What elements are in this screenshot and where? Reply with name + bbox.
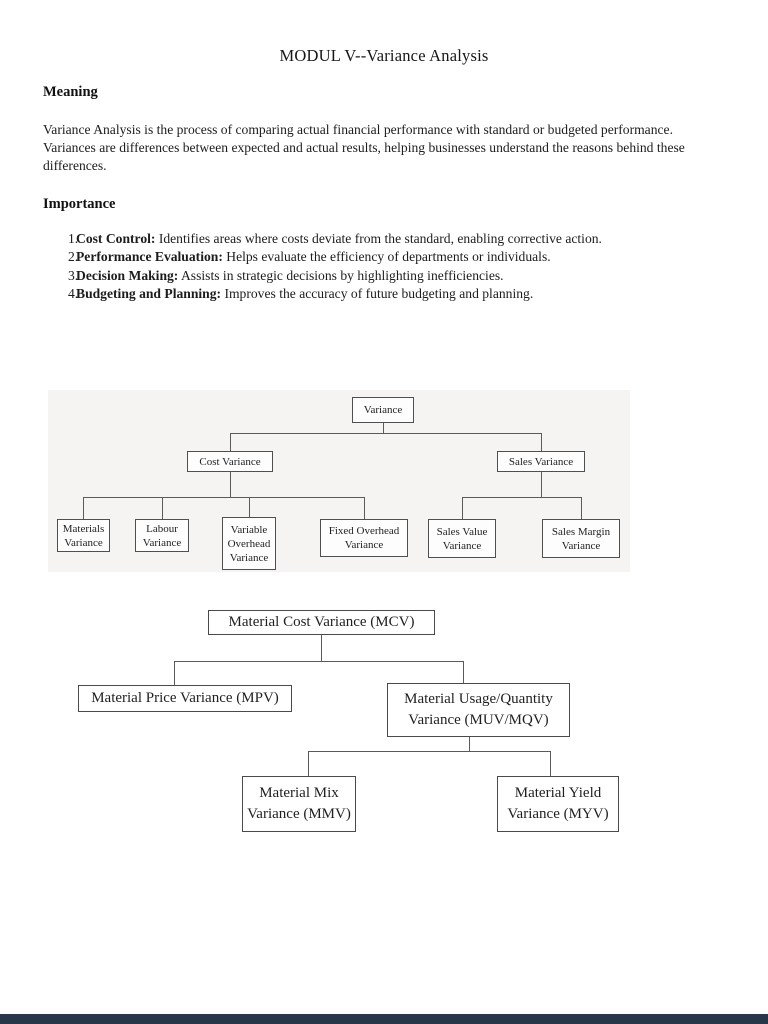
- connector-line: [308, 751, 309, 776]
- connector-line: [321, 635, 322, 661]
- connector-line: [469, 737, 470, 751]
- connector-line: [230, 472, 231, 497]
- list-item-number: 1.: [68, 231, 79, 246]
- list-item: 2. Performance Evaluation: Helps evaluat…: [43, 248, 727, 266]
- connector-line: [541, 472, 542, 497]
- connector-line: [83, 497, 84, 519]
- list-item-label: Budgeting and Planning:: [76, 286, 222, 302]
- connector-line: [83, 497, 365, 498]
- node-variable-overhead-variance: Variable Overhead Variance: [222, 517, 276, 570]
- node-labour-variance: Labour Variance: [135, 519, 189, 552]
- connector-line: [174, 661, 464, 662]
- list-item-number: 4.: [68, 286, 79, 302]
- node-materials-variance: Materials Variance: [57, 519, 110, 552]
- list-item: 4. Budgeting and Planning: Improves the …: [43, 285, 727, 303]
- node-sales-value-variance: Sales Value Variance: [428, 519, 496, 558]
- page-title: MODUL V--Variance Analysis: [279, 46, 489, 65]
- importance-list: 1. Cost Control: Identifies areas where …: [43, 230, 727, 304]
- connector-line: [162, 497, 163, 519]
- node-sales-variance: Sales Variance: [497, 451, 585, 472]
- document-body: Meaning Variance Analysis is the process…: [43, 84, 727, 304]
- node-fixed-overhead-variance: Fixed Overhead Variance: [320, 519, 408, 557]
- node-sales-margin-variance: Sales Margin Variance: [542, 519, 620, 558]
- list-item-number: 2.: [68, 249, 79, 265]
- list-item-label: Performance Evaluation:: [76, 249, 223, 265]
- node-material-price-variance: Material Price Variance (MPV): [78, 685, 292, 712]
- list-item-text: Helps evaluate the efficiency of departm…: [222, 249, 551, 265]
- node-variance: Variance: [352, 397, 414, 423]
- viewer-background-strip: [0, 1014, 768, 1024]
- connector-line: [230, 433, 542, 434]
- list-item-text: Improves the accuracy of future budgetin…: [221, 286, 534, 302]
- connector-line: [383, 423, 384, 433]
- connector-line: [462, 497, 582, 498]
- list-item-text: Identifies areas where costs deviate fro…: [155, 231, 602, 246]
- connector-line: [230, 433, 231, 451]
- variance-tree-diagram: Variance Cost Variance Sales Variance Ma…: [48, 390, 630, 572]
- list-item-text: Assists in strategic decisions by highli…: [178, 267, 504, 283]
- connector-line: [550, 751, 551, 776]
- node-material-usage-variance: Material Usage/Quantity Variance (MUV/MQ…: [387, 683, 570, 737]
- connector-line: [249, 497, 250, 517]
- list-item: 3. Decision Making: Assists in strategic…: [43, 267, 727, 285]
- connector-line: [581, 497, 582, 519]
- meaning-heading: Meaning: [43, 84, 98, 100]
- list-item-label: Decision Making:: [76, 267, 179, 283]
- connector-line: [308, 751, 551, 752]
- connector-line: [463, 661, 464, 683]
- importance-heading: Importance: [43, 196, 116, 212]
- connector-line: [174, 661, 175, 685]
- node-cost-variance: Cost Variance: [187, 451, 273, 472]
- list-item: 1. Cost Control: Identifies areas where …: [43, 230, 727, 248]
- connector-line: [462, 497, 463, 519]
- list-item-label: Cost Control:: [76, 231, 156, 246]
- connector-line: [364, 497, 365, 519]
- node-material-cost-variance: Material Cost Variance (MCV): [208, 610, 435, 635]
- list-item-number: 3.: [68, 267, 79, 283]
- node-material-yield-variance: Material Yield Variance (MYV): [497, 776, 619, 832]
- meaning-paragraph: Variance Analysis is the process of comp…: [43, 122, 685, 173]
- node-material-mix-variance: Material Mix Variance (MMV): [242, 776, 356, 832]
- connector-line: [541, 433, 542, 451]
